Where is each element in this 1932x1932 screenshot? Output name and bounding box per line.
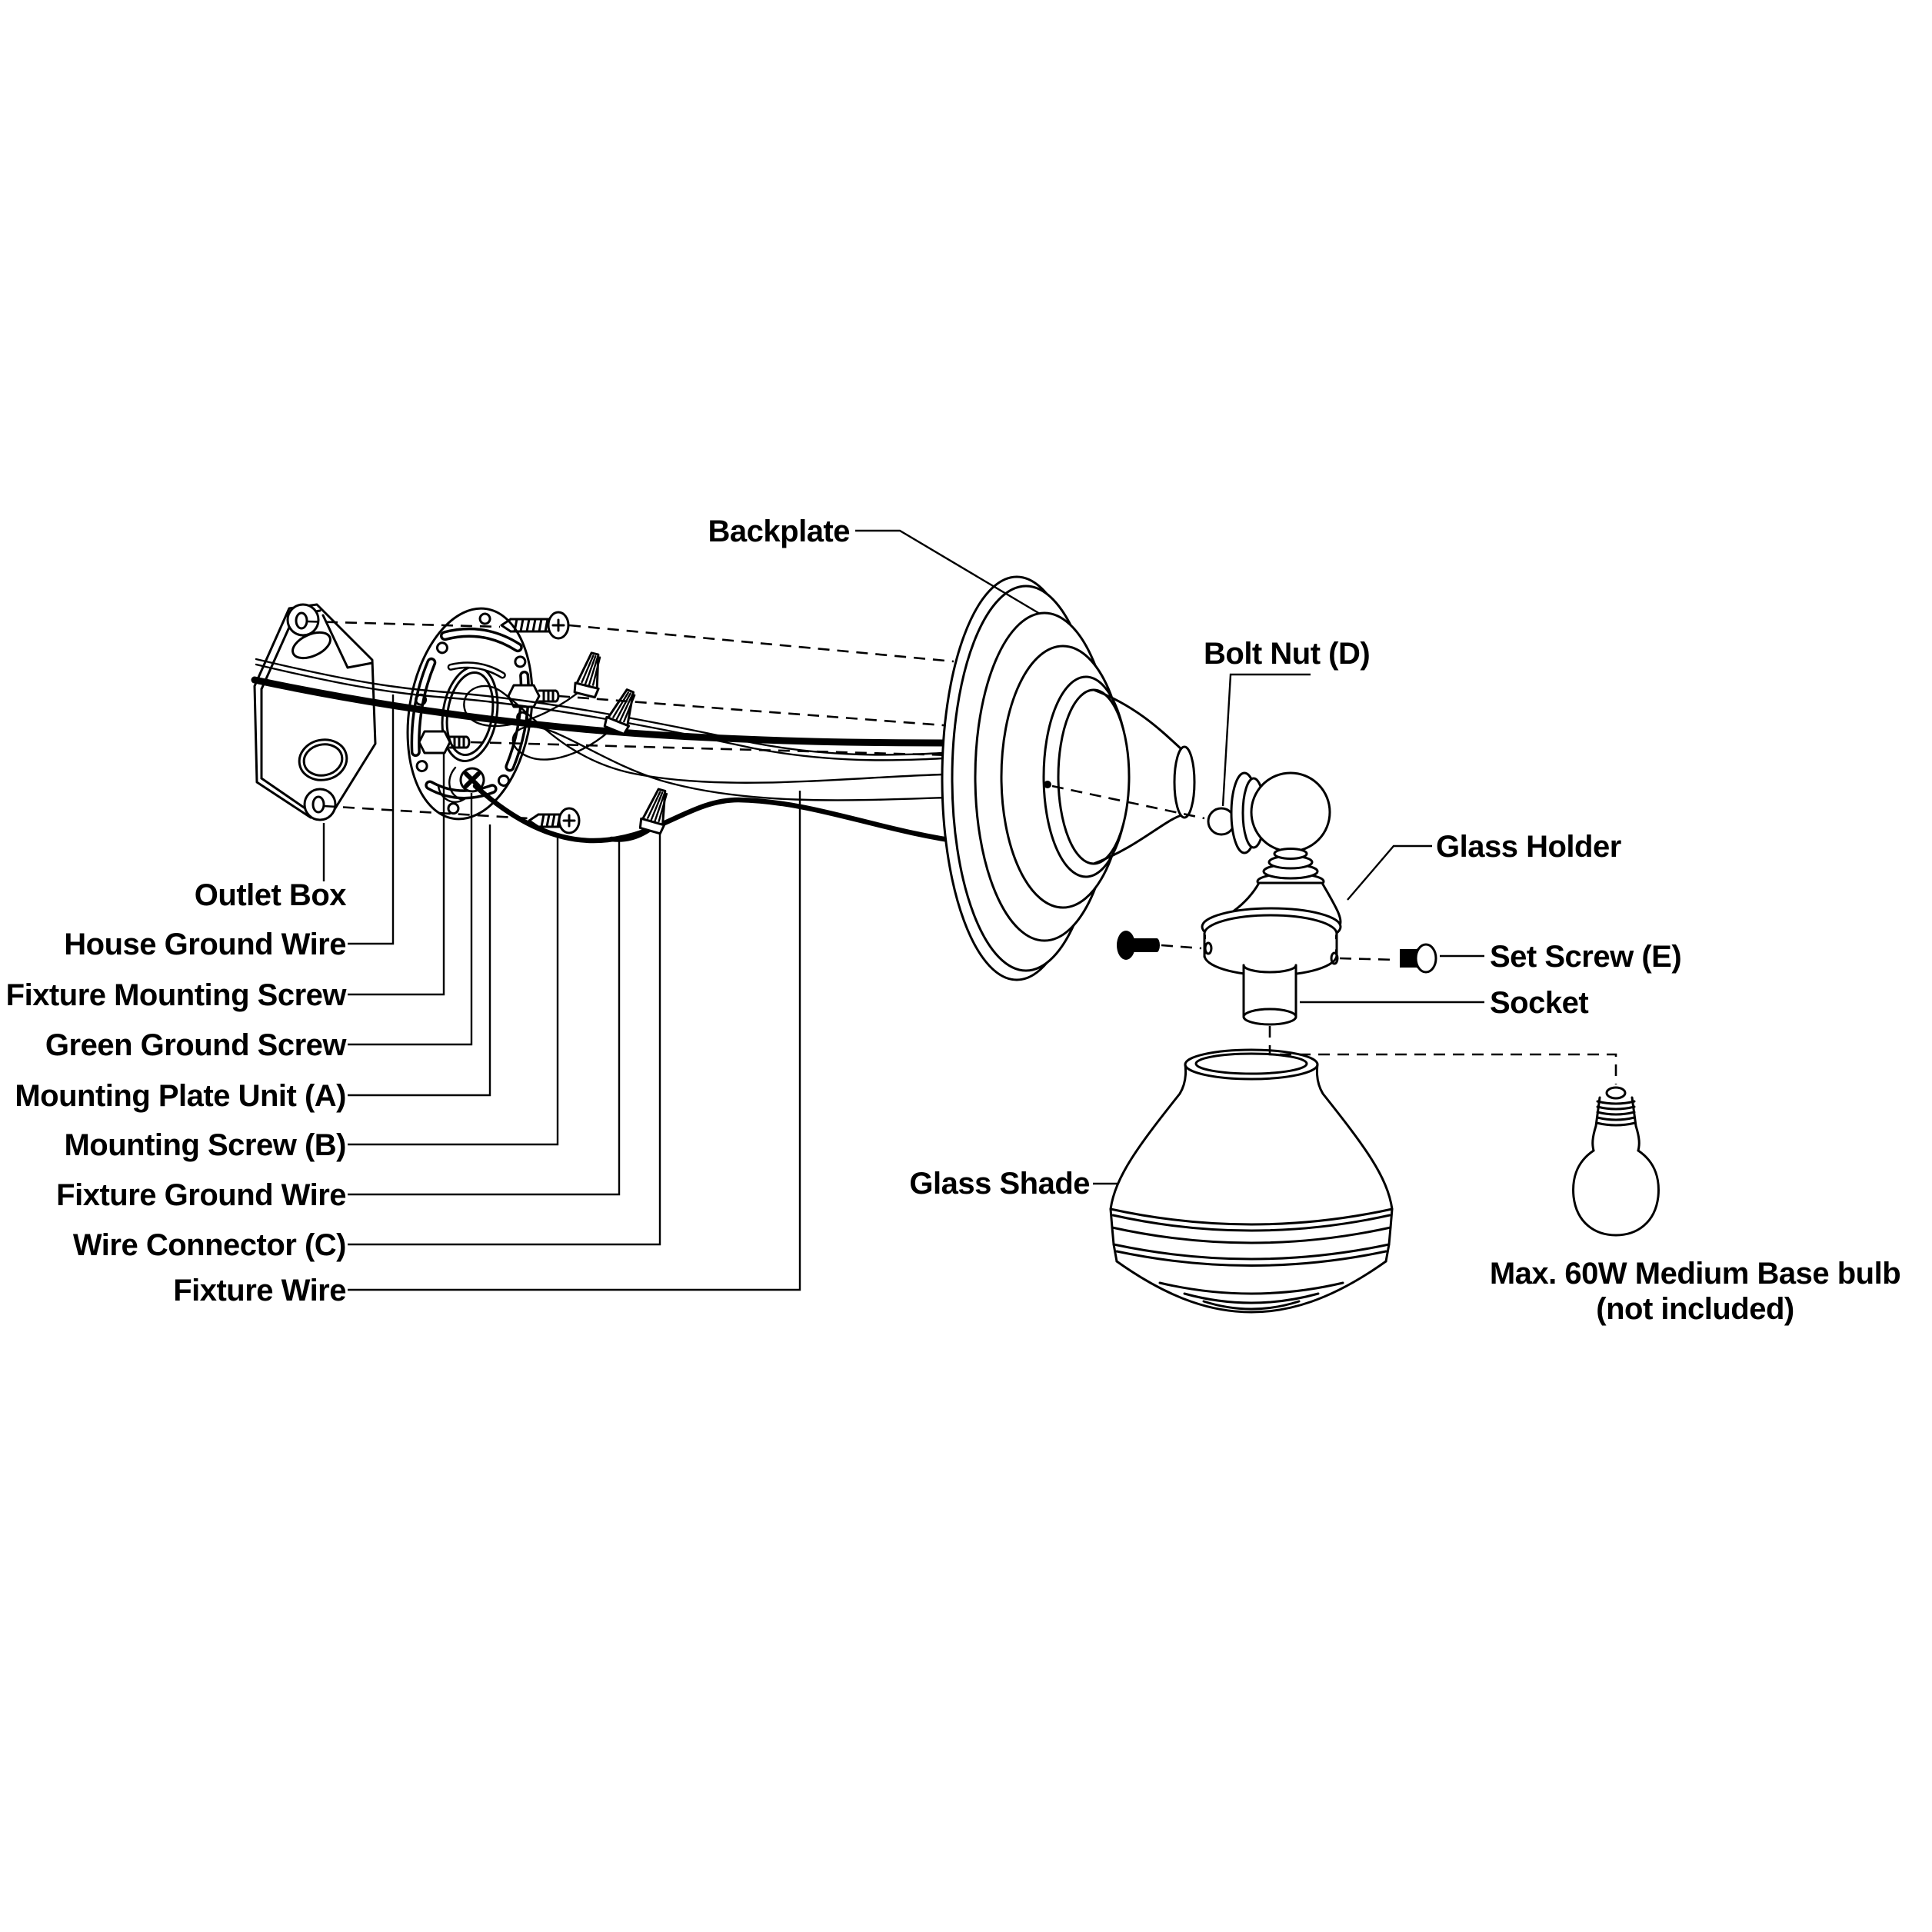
label-wire-connector: Wire Connector (C)	[73, 1228, 346, 1262]
glass-holder-drawing	[1201, 881, 1342, 977]
label-house-ground-wire: House Ground Wire	[64, 928, 346, 961]
wire-connector-3	[638, 788, 668, 835]
label-backplate: Backplate	[708, 515, 850, 548]
leader-house-ground-wire	[348, 695, 395, 945]
alignment-dash-backplate-top	[568, 624, 954, 663]
leader-fixture-ground-wire	[348, 840, 621, 1196]
alignment-dash-bolt-nut	[1051, 784, 1205, 820]
wire-connector-2	[603, 688, 636, 735]
fixture-wire-a	[463, 685, 971, 784]
leader-bolt-nut	[1221, 673, 1311, 807]
socket-drawing	[1242, 964, 1297, 1026]
label-set-screw: Set Screw (E)	[1490, 940, 1681, 974]
leader-backplate	[855, 529, 1041, 615]
set-screw-right	[1400, 943, 1437, 974]
backplate-center-hole	[1044, 781, 1051, 788]
fixture-ground-wire	[472, 783, 972, 846]
alignment-dash-backplate-low	[470, 741, 954, 757]
label-glass-holder: Glass Holder	[1436, 830, 1621, 864]
label-mounting-plate-unit: Mounting Plate Unit (A)	[15, 1079, 346, 1113]
wire-connector-1	[573, 651, 601, 699]
leader-fixture-wire	[348, 791, 801, 1291]
phillips-screw-top	[500, 611, 570, 640]
leader-fixture-mounting-screw	[348, 753, 445, 996]
leader-mounting-screw-b	[348, 834, 559, 1146]
phillips-screw-bottom	[528, 807, 581, 834]
bolt-nut-ball-drawing	[1207, 771, 1331, 891]
label-bolt-nut: Bolt Nut (D)	[1204, 637, 1370, 671]
alignment-dash-backplate-mid	[558, 695, 954, 728]
set-screw-hole-right	[1330, 951, 1339, 965]
label-fixture-ground-wire: Fixture Ground Wire	[56, 1178, 346, 1212]
house-ground-wire-b	[255, 663, 971, 761]
set-screw-left	[1117, 931, 1160, 960]
alignment-dash-setscrew-left	[1161, 944, 1202, 950]
label-fixture-mounting-screw: Fixture Mounting Screw	[6, 978, 348, 1012]
outlet-box-drawing	[253, 603, 377, 821]
alignment-dash-setscrew-right	[1339, 957, 1397, 961]
outlet-box-bottom-tab	[303, 788, 337, 821]
label-fixture-wire: Fixture Wire	[173, 1274, 346, 1307]
ball-finial	[1250, 771, 1331, 853]
label-socket: Socket	[1490, 986, 1588, 1020]
bulb-drawing	[1572, 1086, 1660, 1237]
outlet-box-knockout-hole	[298, 738, 348, 781]
wires	[251, 658, 973, 846]
leader-mounting-plate-unit	[348, 824, 491, 1097]
alignment-dash-bottom-screw	[323, 804, 528, 820]
set-screw-hole-left	[1204, 941, 1213, 955]
outlet-box-top-tab	[286, 603, 320, 637]
label-mounting-screw-b: Mounting Screw (B)	[64, 1128, 346, 1162]
house-cable	[251, 676, 973, 747]
alignment-dash-bulb	[1268, 1026, 1617, 1084]
leader-glass-holder	[1347, 844, 1432, 901]
label-bulb-note-line2: (not included)	[1596, 1292, 1794, 1326]
leader-wire-connector	[348, 833, 661, 1246]
glass-shade-drawing	[1109, 1048, 1394, 1314]
alignment-dash-top-screw	[306, 620, 501, 628]
label-glass-shade: Glass Shade	[909, 1167, 1090, 1201]
label-outlet-box: Outlet Box	[195, 878, 346, 912]
fixture-wire-b	[511, 722, 971, 801]
house-ground-wire-a	[255, 658, 971, 756]
label-green-ground-screw: Green Ground Screw	[45, 1028, 347, 1062]
backplate-drawing	[941, 575, 1196, 981]
label-bulb-note-line1: Max. 60W Medium Base bulb	[1490, 1257, 1900, 1291]
leader-green-ground-screw	[348, 793, 473, 1046]
